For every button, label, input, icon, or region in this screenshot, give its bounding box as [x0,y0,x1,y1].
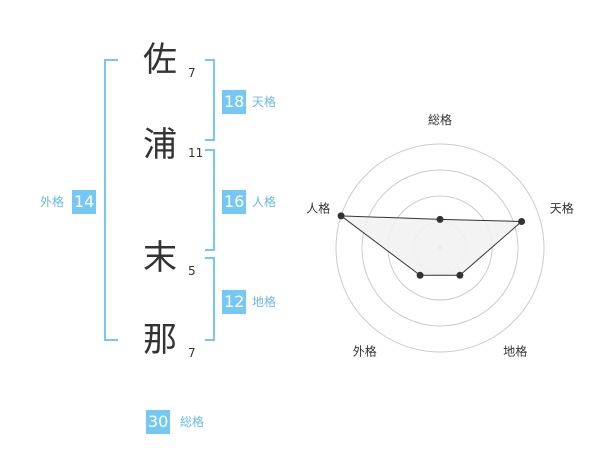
soukaku-label: 総格 [180,415,205,429]
radar-axis-label-5: 人格 [306,200,330,215]
name-char-4: 那 [143,320,177,360]
jinkaku-label: 人格 [252,195,277,209]
tenkaku-bracket [205,59,215,141]
radar-axis-label-4: 外格 [353,344,377,359]
gaikaku-value-badge: 14 [72,190,97,214]
radar-point-2 [518,218,526,225]
tenkaku-label: 天格 [252,95,277,109]
stroke-count-3: 5 [188,264,196,278]
gaikaku-bracket [104,59,118,341]
radar-point-4 [416,271,424,279]
radar-ring-4 [335,143,545,353]
gaikaku-label: 外格 [40,195,65,209]
jinkaku-bracket [205,149,215,251]
radar-point-3 [456,271,464,279]
stroke-count-4: 7 [188,346,196,360]
name-char-1: 佐 [143,40,177,80]
radar-point-1 [436,215,444,223]
radar-axis-label-1: 総格 [428,112,452,127]
soukaku-value-badge: 30 [146,410,171,434]
radar-ring-3 [361,169,519,327]
chikaku-label: 地格 [252,295,277,309]
chikaku-value-badge: 12 [222,290,247,314]
jinkaku-value-badge: 16 [222,190,247,214]
stroke-count-1: 7 [188,66,196,80]
radar-axis-label-2: 天格 [550,200,574,215]
stroke-count-2: 11 [188,146,204,160]
radar-data-polygon [339,215,523,276]
name-char-3: 末 [143,238,177,278]
name-char-2: 浦 [143,125,177,165]
radar-point-5 [337,212,345,220]
radar-axis-label-3: 地格 [503,344,527,359]
chikaku-bracket [205,257,215,341]
tenkaku-value-badge: 18 [222,90,247,114]
